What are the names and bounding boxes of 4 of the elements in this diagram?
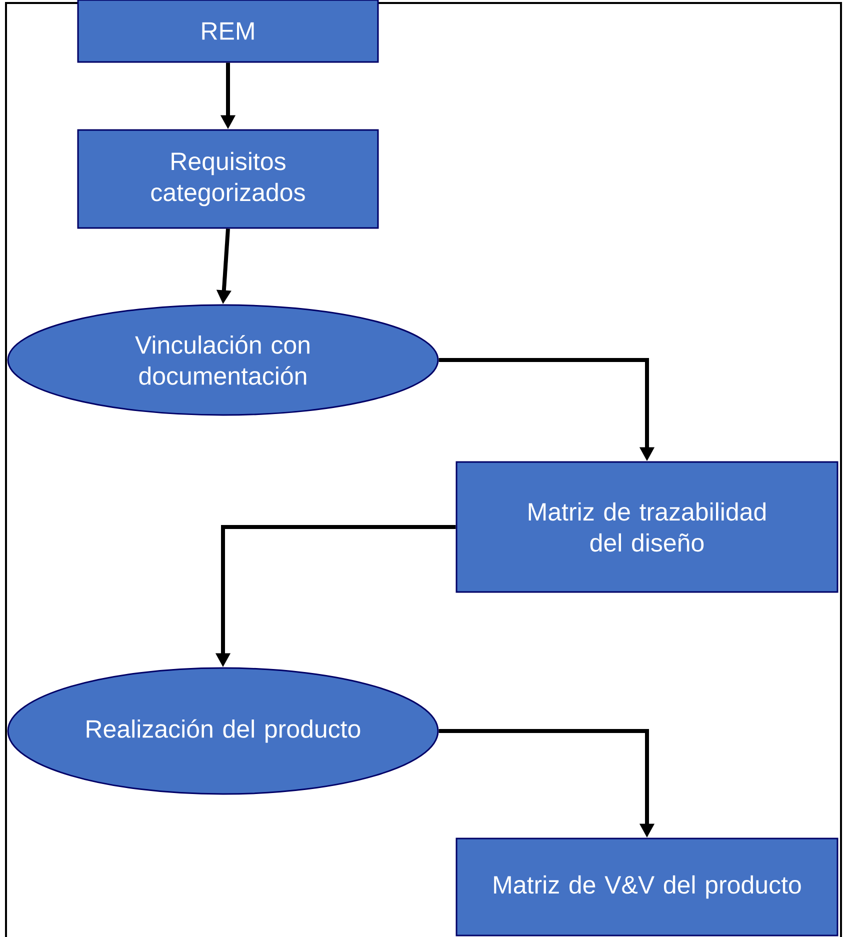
- process-box: Requisitos categorizados: [77, 129, 379, 229]
- process-box: Matriz de V&V del producto: [456, 838, 838, 936]
- process-box: REM: [77, 0, 379, 63]
- process-box: Matriz de trazabilidad del diseño: [456, 461, 838, 593]
